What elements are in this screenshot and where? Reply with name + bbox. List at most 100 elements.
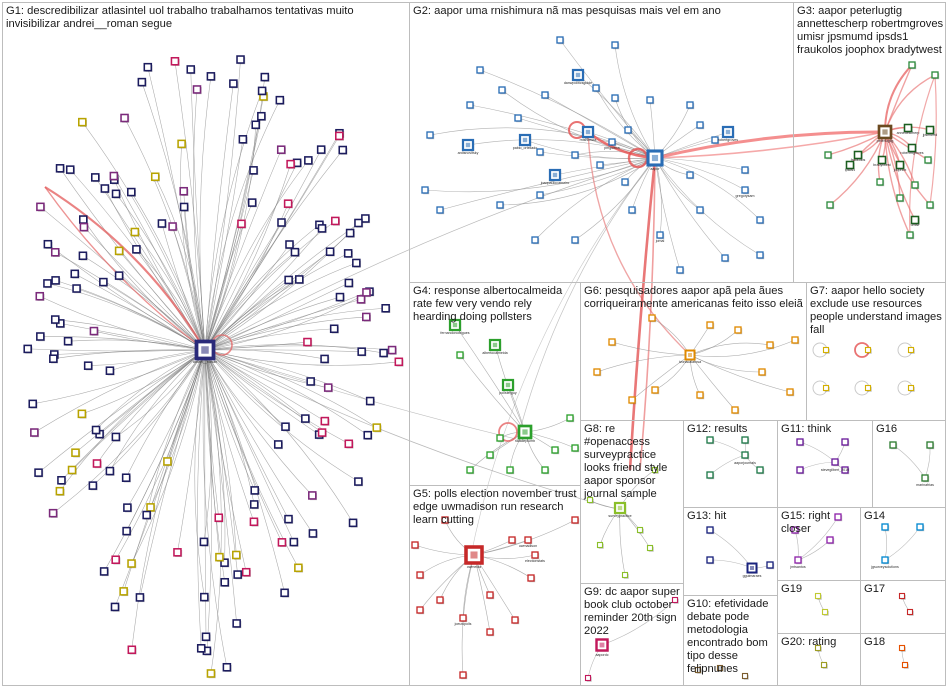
node-g1[interactable] <box>122 526 132 536</box>
node-g4[interactable] <box>456 351 465 360</box>
node-g1[interactable] <box>275 95 285 105</box>
node-g1[interactable] <box>91 173 100 183</box>
node-g2[interactable] <box>741 186 750 195</box>
node-g1[interactable] <box>200 592 210 602</box>
node-g1[interactable] <box>229 79 239 89</box>
node-g1[interactable] <box>192 85 202 95</box>
node-g1[interactable] <box>201 632 211 642</box>
node-g1[interactable] <box>130 227 140 237</box>
node-g1[interactable] <box>222 662 232 672</box>
node-g1[interactable] <box>92 459 102 469</box>
node-g1[interactable] <box>111 189 121 199</box>
node-g6-hub[interactable] <box>684 349 696 361</box>
node-g4[interactable] <box>448 318 462 332</box>
node-g5[interactable] <box>459 671 468 680</box>
node-g1[interactable] <box>354 477 364 487</box>
node-g1[interactable] <box>23 344 33 354</box>
node-g1[interactable] <box>357 347 367 357</box>
node-g1[interactable] <box>220 558 230 568</box>
node-g1[interactable] <box>289 537 299 547</box>
node-g1[interactable] <box>286 159 296 169</box>
node-g1[interactable] <box>142 510 152 520</box>
node-g1[interactable] <box>163 457 173 467</box>
node-g1[interactable] <box>206 72 216 82</box>
node-g1[interactable] <box>79 222 89 232</box>
node-g2[interactable] <box>628 206 637 215</box>
node-g4[interactable] <box>551 446 560 455</box>
node-g1[interactable] <box>78 117 87 127</box>
node-g1[interactable] <box>36 202 46 212</box>
node-g1[interactable] <box>119 587 129 597</box>
node-g2[interactable] <box>686 171 695 180</box>
node-g4[interactable] <box>501 378 515 392</box>
node-g2[interactable] <box>621 178 630 187</box>
node-g1[interactable] <box>301 414 311 424</box>
node-g5[interactable] <box>511 616 520 625</box>
node-g6[interactable] <box>731 406 740 415</box>
node-g1[interactable] <box>394 357 404 367</box>
node-g15[interactable] <box>791 526 800 535</box>
node-g2[interactable] <box>646 96 655 105</box>
node-g8[interactable] <box>646 544 654 552</box>
node-g6[interactable] <box>628 396 637 405</box>
node-g1[interactable] <box>294 563 304 573</box>
node-g1[interactable] <box>257 86 267 96</box>
node-g1[interactable] <box>238 135 248 145</box>
node-g2[interactable] <box>756 251 765 260</box>
node-g15[interactable] <box>834 513 843 522</box>
node-g1[interactable] <box>109 171 119 181</box>
node-g1[interactable] <box>304 156 314 166</box>
node-g1[interactable] <box>123 503 133 513</box>
node-g1[interactable] <box>100 184 110 194</box>
node-g1[interactable] <box>284 275 294 285</box>
node-g17[interactable] <box>898 592 906 600</box>
node-g3[interactable] <box>896 194 905 203</box>
node-g2[interactable] <box>721 125 735 139</box>
node-g1[interactable] <box>127 645 137 655</box>
node-g8[interactable] <box>651 466 659 474</box>
node-g1[interactable] <box>317 428 327 438</box>
node-g1[interactable] <box>280 588 290 598</box>
node-g8[interactable] <box>596 541 604 549</box>
node-g2[interactable] <box>608 138 617 147</box>
node-g2[interactable] <box>571 68 585 82</box>
node-g3[interactable] <box>853 150 863 160</box>
node-g4[interactable] <box>566 414 575 423</box>
node-g11[interactable] <box>831 458 840 467</box>
node-g3[interactable] <box>877 155 887 165</box>
node-g5[interactable] <box>416 606 425 615</box>
node-g18[interactable] <box>898 644 906 652</box>
node-g1[interactable] <box>173 548 183 558</box>
node-g2[interactable] <box>611 41 620 50</box>
node-g1[interactable] <box>49 354 59 364</box>
node-g1[interactable] <box>28 399 38 409</box>
node-g13[interactable] <box>766 561 775 570</box>
node-g1[interactable] <box>362 312 371 322</box>
node-g1[interactable] <box>283 199 293 209</box>
node-g5[interactable] <box>441 516 450 525</box>
node-g1[interactable] <box>179 186 189 196</box>
node-g1[interactable] <box>114 246 124 256</box>
node-g3[interactable] <box>910 215 920 225</box>
node-g1[interactable] <box>55 486 65 496</box>
node-g1[interactable] <box>273 440 283 450</box>
node-g1[interactable] <box>168 222 178 232</box>
node-g1[interactable] <box>110 602 120 612</box>
node-g15[interactable] <box>826 536 835 545</box>
node-g3[interactable] <box>826 201 835 210</box>
node-g1[interactable] <box>67 465 77 475</box>
node-g1[interactable] <box>34 468 44 478</box>
node-g7[interactable] <box>907 384 915 392</box>
node-g20[interactable] <box>814 644 822 652</box>
node-g1[interactable] <box>71 448 81 458</box>
node-g2[interactable] <box>541 91 550 100</box>
node-g1[interactable] <box>120 113 130 123</box>
node-g1[interactable] <box>249 517 259 527</box>
node-g1[interactable] <box>363 430 373 440</box>
node-g1[interactable] <box>303 337 313 347</box>
node-g4[interactable] <box>506 466 515 475</box>
node-g1[interactable] <box>323 383 333 393</box>
node-g13-hub[interactable] <box>746 562 758 574</box>
node-g1[interactable] <box>77 409 87 419</box>
node-g1[interactable] <box>215 552 225 562</box>
